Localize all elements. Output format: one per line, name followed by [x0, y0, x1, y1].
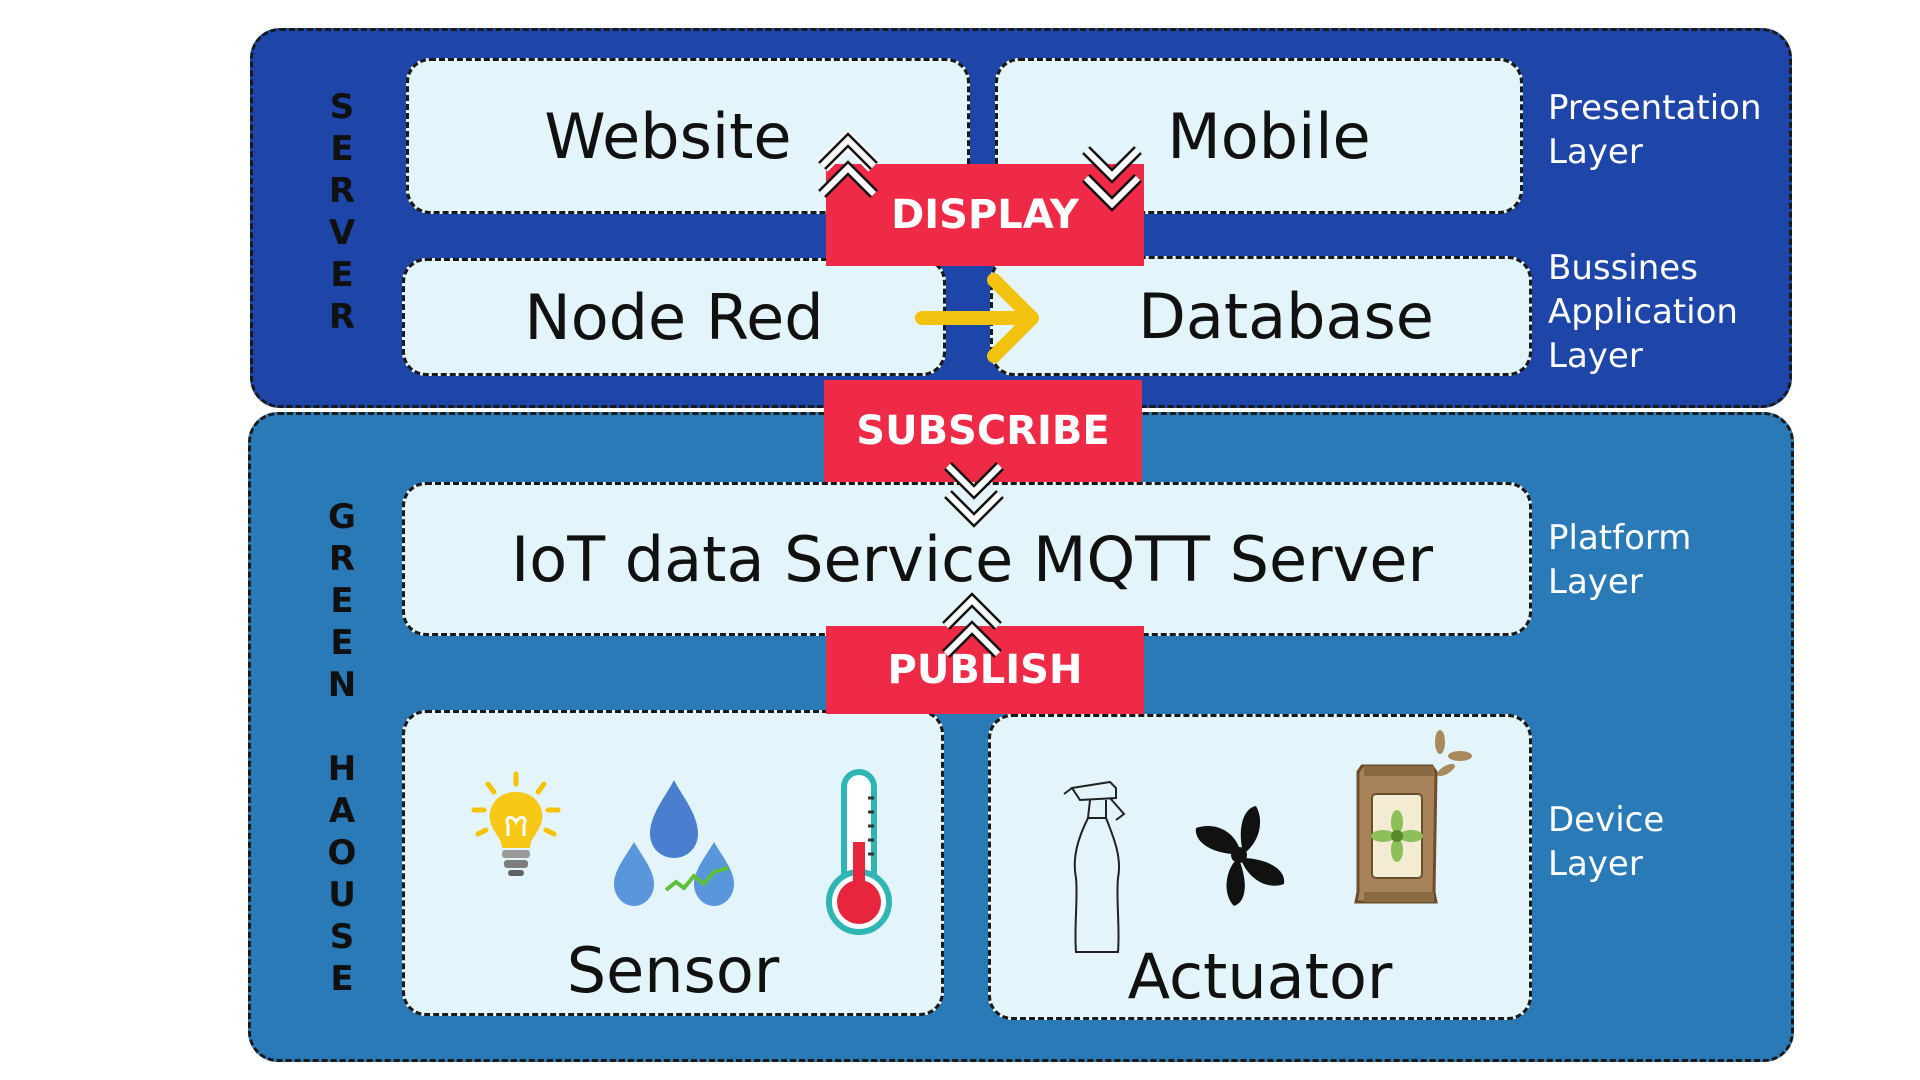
- thermometer-icon: [826, 769, 892, 935]
- spray-bottle-icon: [1063, 780, 1126, 953]
- arrow-right-icon: [915, 273, 1039, 363]
- website-label: Website: [544, 99, 792, 173]
- green-house-label-letter: A: [328, 791, 356, 831]
- fan-icon: [1195, 806, 1285, 906]
- green-house-label-letter: E: [330, 959, 354, 999]
- server-label-letter: S: [329, 87, 355, 127]
- server-label-letter: E: [330, 129, 354, 169]
- double-chevron-down-icon: [944, 462, 1004, 528]
- green-house-label-letter: N: [327, 665, 357, 705]
- green-house-label-letter: O: [327, 833, 357, 873]
- presentation-layer-label: Presentation Layer: [1548, 88, 1762, 172]
- double-chevron-down-icon: [1082, 146, 1142, 212]
- green-house-label-letter: E: [330, 581, 354, 621]
- node-red-label: Node Red: [524, 280, 824, 354]
- green-house-label-letter: R: [328, 539, 356, 579]
- server-label-letter: V: [328, 213, 356, 253]
- double-chevron-up-icon: [942, 592, 1002, 658]
- server-label-letter: R: [328, 297, 356, 337]
- platform-layer-label: Platform Layer: [1548, 518, 1692, 602]
- database-label: Database: [1138, 279, 1434, 353]
- mqtt-server-label: IoT data Service MQTT Server: [511, 522, 1433, 596]
- green-house-label-letter: U: [328, 875, 356, 915]
- business-layer-label: Bussines Application Layer: [1548, 248, 1738, 376]
- mobile-label: Mobile: [1167, 99, 1371, 173]
- node-red-box: Node Red: [402, 258, 946, 376]
- double-chevron-up-icon: [816, 128, 880, 198]
- server-label-letter: R: [328, 171, 356, 211]
- device-layer-label: Device Layer: [1548, 800, 1665, 884]
- green-house-label-letter: S: [329, 917, 355, 957]
- green-house-label-letter: E: [330, 623, 354, 663]
- database-box: Database: [990, 256, 1532, 376]
- green-house-label-letter: H: [327, 749, 357, 789]
- water-drops-icon: [614, 780, 734, 906]
- green-house-label-letter: G: [328, 497, 356, 537]
- green-house-label-letter: [312, 706, 372, 748]
- subscribe-tag: SUBSCRIBE: [824, 380, 1142, 482]
- server-label-letter: E: [330, 255, 354, 295]
- publish-tag: PUBLISH: [826, 626, 1144, 714]
- lightbulb-icon: [471, 771, 561, 876]
- sensor-label: Sensor: [566, 934, 780, 1007]
- seed-bag-icon: [1354, 730, 1472, 904]
- actuator-label: Actuator: [1127, 940, 1393, 1013]
